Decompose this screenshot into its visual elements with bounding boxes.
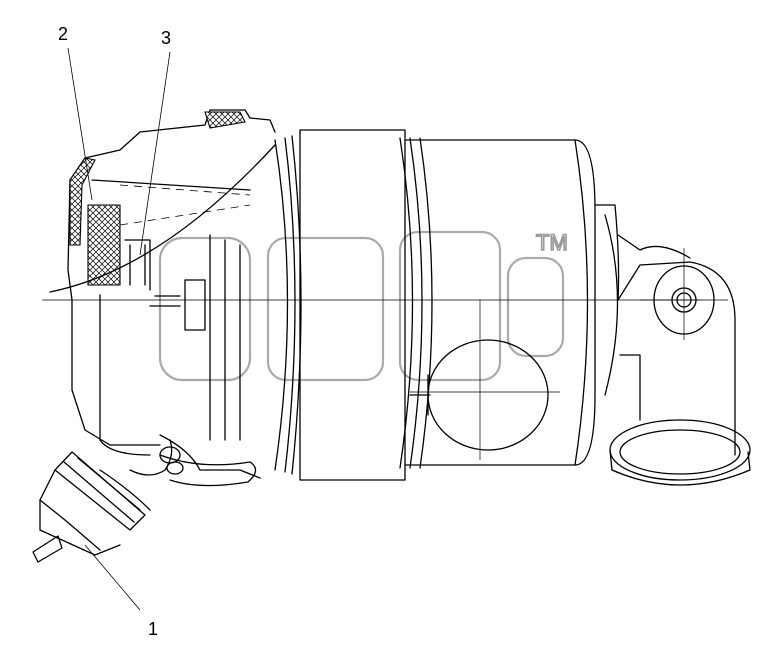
housing-body	[274, 129, 596, 481]
watermark-logo: TM	[158, 229, 569, 382]
cover-assembly	[49, 109, 276, 487]
leader-lines	[67, 47, 171, 611]
callout-1: 1	[148, 619, 158, 639]
center-axes	[42, 248, 728, 460]
watermark-tm: TM	[536, 230, 568, 255]
callout-3: 3	[161, 28, 171, 48]
inlet-port	[409, 339, 549, 451]
dust-valve	[32, 451, 151, 563]
callout-2: 2	[58, 24, 68, 44]
elbow-outlet	[594, 204, 751, 486]
